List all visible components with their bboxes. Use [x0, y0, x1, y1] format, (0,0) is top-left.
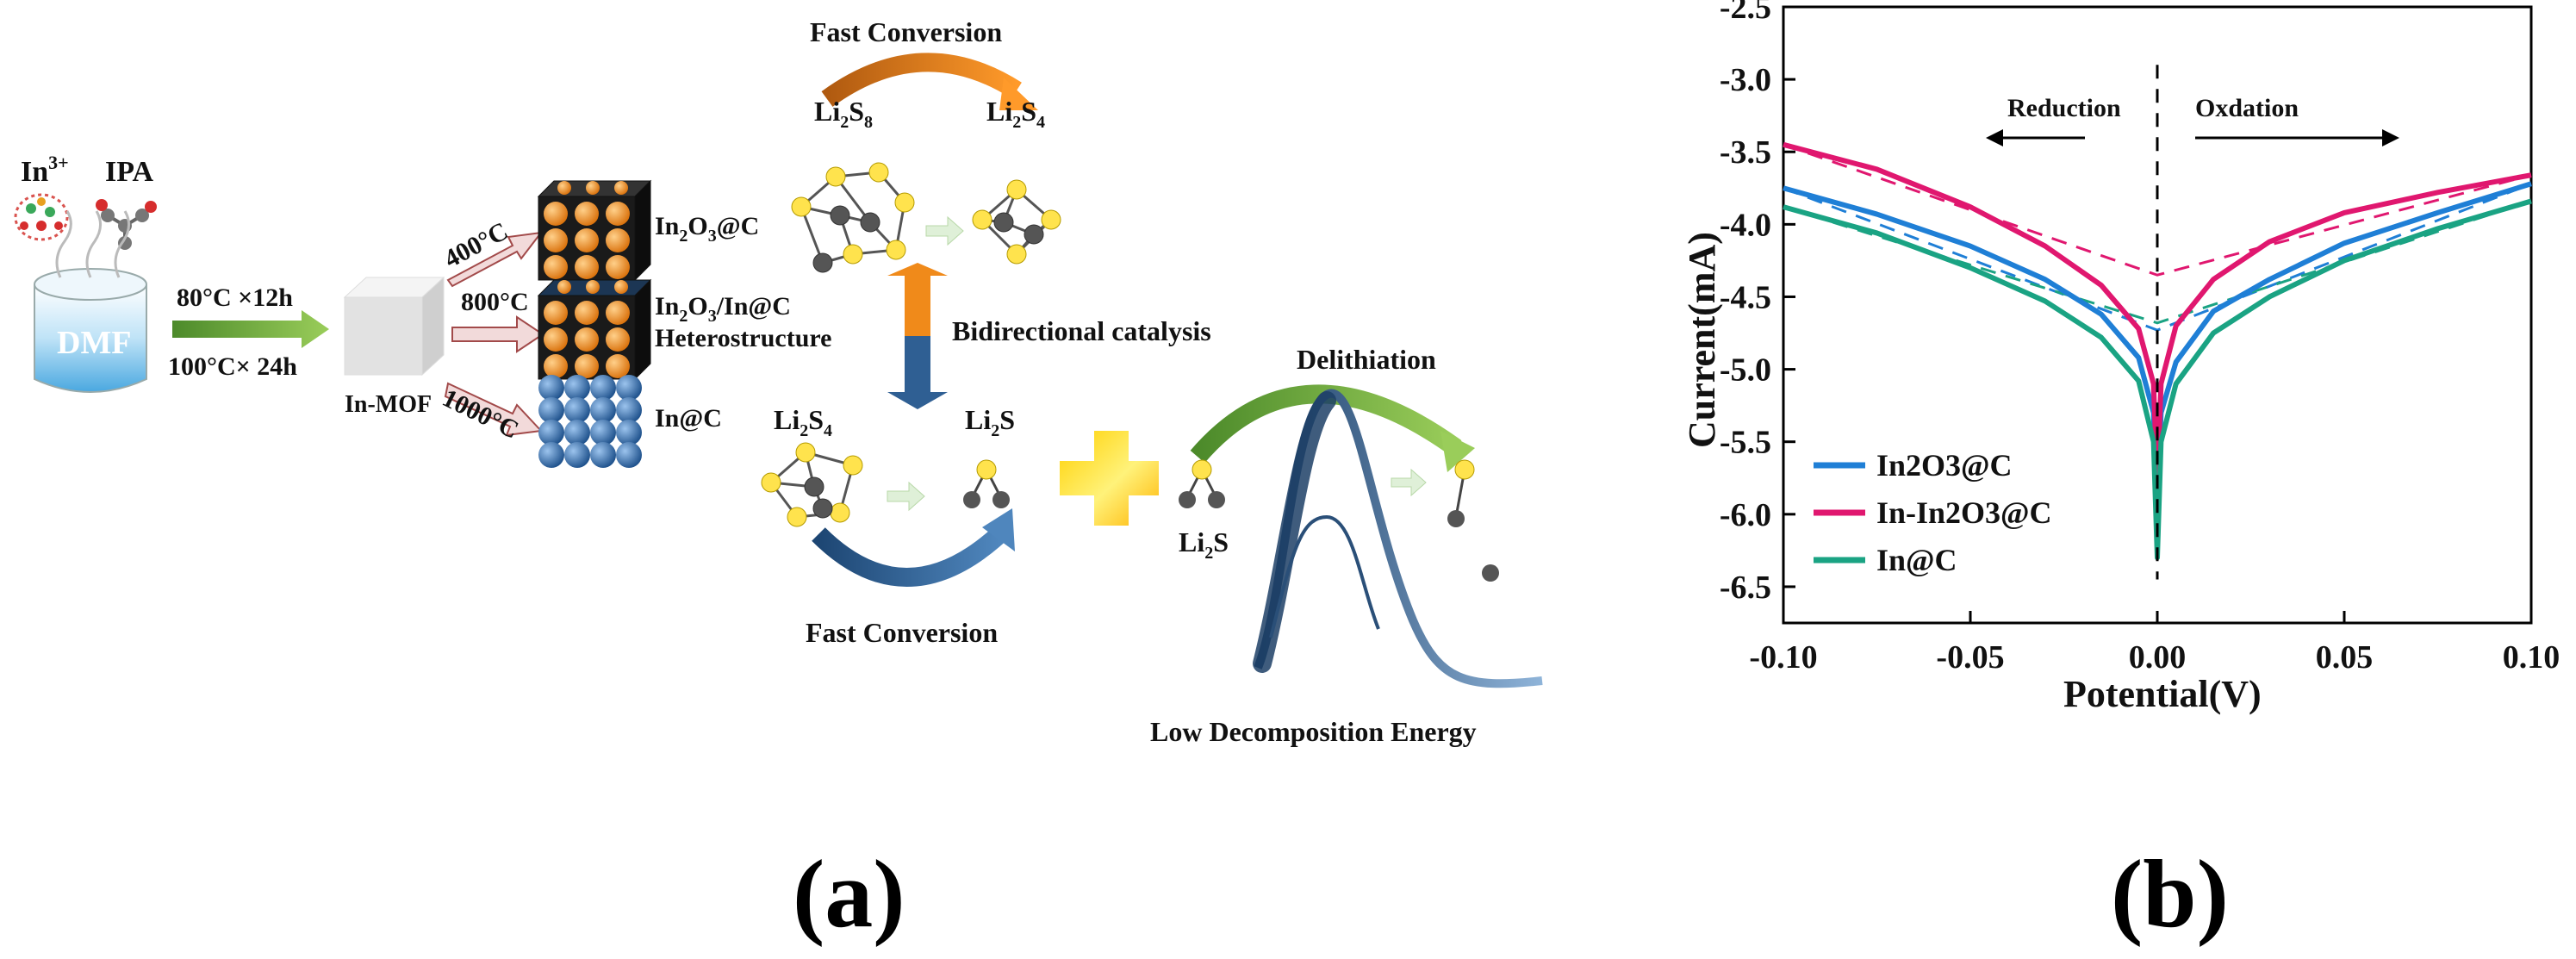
temp-1000: 1000°C: [438, 383, 523, 445]
chart-legend: In2O3@C In-In2O3@C In@C: [1814, 448, 2052, 577]
oxidation-arrowhead-icon: [2382, 129, 2399, 146]
arrowhead-delithiation-icon: [1440, 431, 1475, 472]
panel-a-label: (a): [793, 841, 905, 948]
small-arrow-right-icon: [1391, 468, 1427, 497]
y-tick-label: -6.0: [1720, 497, 1771, 533]
product-2-label: In2O3/In@C: [655, 292, 791, 326]
li2s-label: Li2S: [965, 404, 1015, 440]
legend-label: In2O3@C: [1876, 448, 2013, 483]
y-tick-label: -2.5: [1720, 0, 1771, 26]
y-tick-label: -3.0: [1720, 62, 1771, 98]
fast-conversion-top-arrow-icon: [821, 53, 1022, 107]
in2o3-c-cube: [537, 179, 652, 282]
y-tick-label: -6.5: [1720, 570, 1771, 606]
y-tick-label: -4.5: [1720, 279, 1771, 315]
energy-inner-curve: [1269, 514, 1380, 638]
delithiation-arrow-icon: [1190, 384, 1462, 464]
y-axis-label: Current(mA): [1681, 232, 1723, 448]
li2s4-bottom-label: Li2S4: [774, 404, 832, 440]
oxidation-label: Oxdation: [2195, 94, 2299, 122]
reduction-label: Reduction: [2007, 94, 2121, 122]
small-arrow-bottom-icon: [887, 481, 925, 512]
arrow-1000-icon: [444, 382, 544, 437]
tafel-fit-line: [1783, 182, 2532, 332]
dissociated-li2s-icon: [1447, 459, 1499, 582]
low-energy-label: Low Decomposition Energy: [1150, 716, 1477, 747]
y-tick-label: -3.5: [1720, 134, 1771, 171]
reduction-arrowhead-icon: [1986, 129, 2003, 146]
in-mof-label: In-MOF: [345, 391, 432, 418]
delithiation-label: Delithiation: [1297, 344, 1436, 375]
panel-b: -0.10 -0.05 0.00 0.05 0.10 -2.5 -3.0 -3.5 -4.0 -4…: [1681, 0, 2560, 948]
heterostructure-cube: [537, 278, 652, 381]
li2s8-molecule-icon: [791, 162, 915, 273]
plus-icon: [1060, 431, 1159, 526]
tafel-fit-line: [1783, 143, 2532, 277]
y-tick-label: -5.0: [1720, 352, 1771, 389]
ipa-molecule-icon: [96, 199, 157, 250]
bidirectional-label: Bidirectional catalysis: [952, 315, 1211, 346]
in-c-cube: [538, 375, 642, 468]
product-2-sublabel: Heterostructure: [655, 324, 831, 352]
li2s4-top-molecule-icon: [972, 179, 1061, 265]
x-tick-label: 0.10: [2503, 639, 2560, 676]
bidirectional-up-arrow-icon: [887, 263, 948, 336]
temp-800: 800°C: [461, 288, 529, 316]
x-tick-label: 0.00: [2129, 639, 2187, 676]
x-tick-label: -0.05: [1936, 639, 2004, 676]
synthesis-arrow-icon: [172, 310, 329, 348]
condition-1: 80°C ×12h: [177, 283, 293, 312]
y-tick-label: -5.5: [1720, 425, 1771, 461]
y-tick-label: -4.0: [1720, 207, 1771, 243]
condition-2: 100°C× 24h: [168, 352, 297, 381]
fast-conversion-bottom-arrow-icon: [812, 526, 1006, 587]
product-3-label: In@C: [655, 404, 722, 433]
in-mof-cube: [343, 276, 445, 377]
small-arrow-top-icon: [925, 215, 964, 246]
in-ion-molecule-icon: [14, 193, 69, 241]
legend-label: In-In2O3@C: [1876, 495, 2052, 530]
li2s-molecule-icon: [963, 459, 1010, 508]
li2s4-top-label: Li2S4: [986, 96, 1045, 132]
li2s8-label: Li2S8: [814, 96, 873, 132]
arrow-400-icon: [446, 231, 544, 288]
energy-peak-shade: [1253, 391, 1336, 673]
panel-b-label: (b): [2111, 841, 2229, 948]
panel-a: In3+ IPA DMF 80°C ×12h 100°C× 24h: [14, 16, 1543, 948]
legend-label: In@C: [1876, 543, 1957, 577]
chart-layer: -0.10 -0.05 0.00 0.05 0.10 -2.5 -3.0 -3.5 -4.0 -4…: [1720, 0, 2560, 676]
fast-conversion-bottom-label: Fast Conversion: [806, 617, 998, 648]
bidirectional-down-arrow-icon: [887, 336, 948, 409]
li2s-right-label: Li2S: [1179, 526, 1229, 563]
arrowhead-bottom-icon: [982, 508, 1015, 551]
arrow-800-icon: [451, 315, 544, 353]
product-1-label: In2O3@C: [655, 212, 759, 246]
in-ion-label: In3+: [21, 152, 69, 188]
fast-conversion-top-label: Fast Conversion: [810, 16, 1002, 47]
li2s-right-molecule-icon: [1179, 459, 1225, 508]
ipa-label: IPA: [105, 156, 153, 188]
x-axis-label: Potential(V): [2063, 673, 2262, 715]
x-tick-label: 0.05: [2316, 639, 2374, 676]
li2s4-bottom-molecule-icon: [761, 442, 863, 527]
dmf-label: DMF: [57, 325, 132, 361]
dmf-beaker: [34, 210, 147, 393]
x-tick-label: -0.10: [1749, 639, 1817, 676]
arrowhead-top-icon: [999, 78, 1038, 110]
